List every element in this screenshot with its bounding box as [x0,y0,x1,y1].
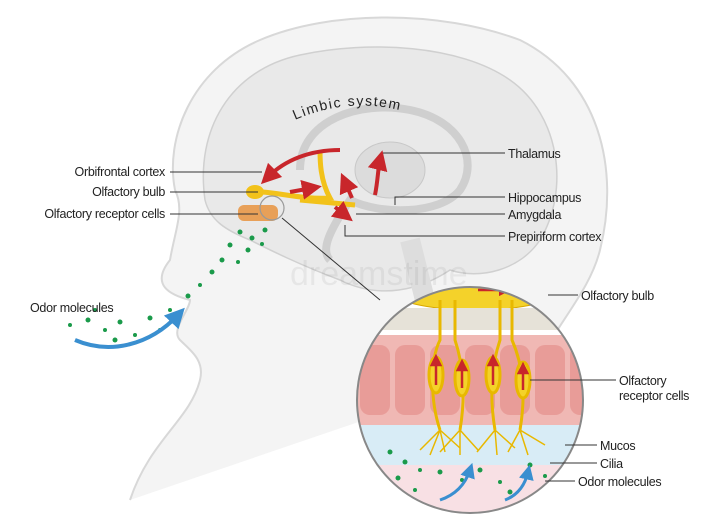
watermark: dreamstime [290,255,468,293]
odor-molecules-label: Odor molecules [30,301,113,315]
inset-receptor-cells-label-1: Olfactory [619,374,667,388]
inset-magnification [357,287,583,513]
olfactory-bulb-label: Olfactory bulb [92,185,165,199]
inset-olfactory-bulb-label: Olfactory bulb [581,289,654,303]
thalamus-shape [354,141,426,199]
signal-arrows [260,148,388,222]
inset-odor-molecules-label: Odor molecules [578,475,661,489]
inset-circle [356,286,584,514]
inset-source-circle [259,195,285,221]
amygdala-label: Amygdala [508,208,562,222]
olfactory-receptor-cells-label: Olfactory receptor cells [44,207,165,221]
orbifrontal-cortex-label: Orbifrontal cortex [75,165,167,179]
inset-receptor-cells-label-2: receptor cells [619,389,689,403]
cilia-label: Cilia [600,457,623,471]
hippocampus-label: Hippocampus [508,191,581,205]
mucos-label: Mucos [600,439,635,453]
receptor-cells [238,205,278,221]
airflow-arrow [74,307,185,349]
thalamus-label: Thalamus [508,147,561,161]
prepiriform-cortex-label: Prepiriform cortex [508,230,602,244]
